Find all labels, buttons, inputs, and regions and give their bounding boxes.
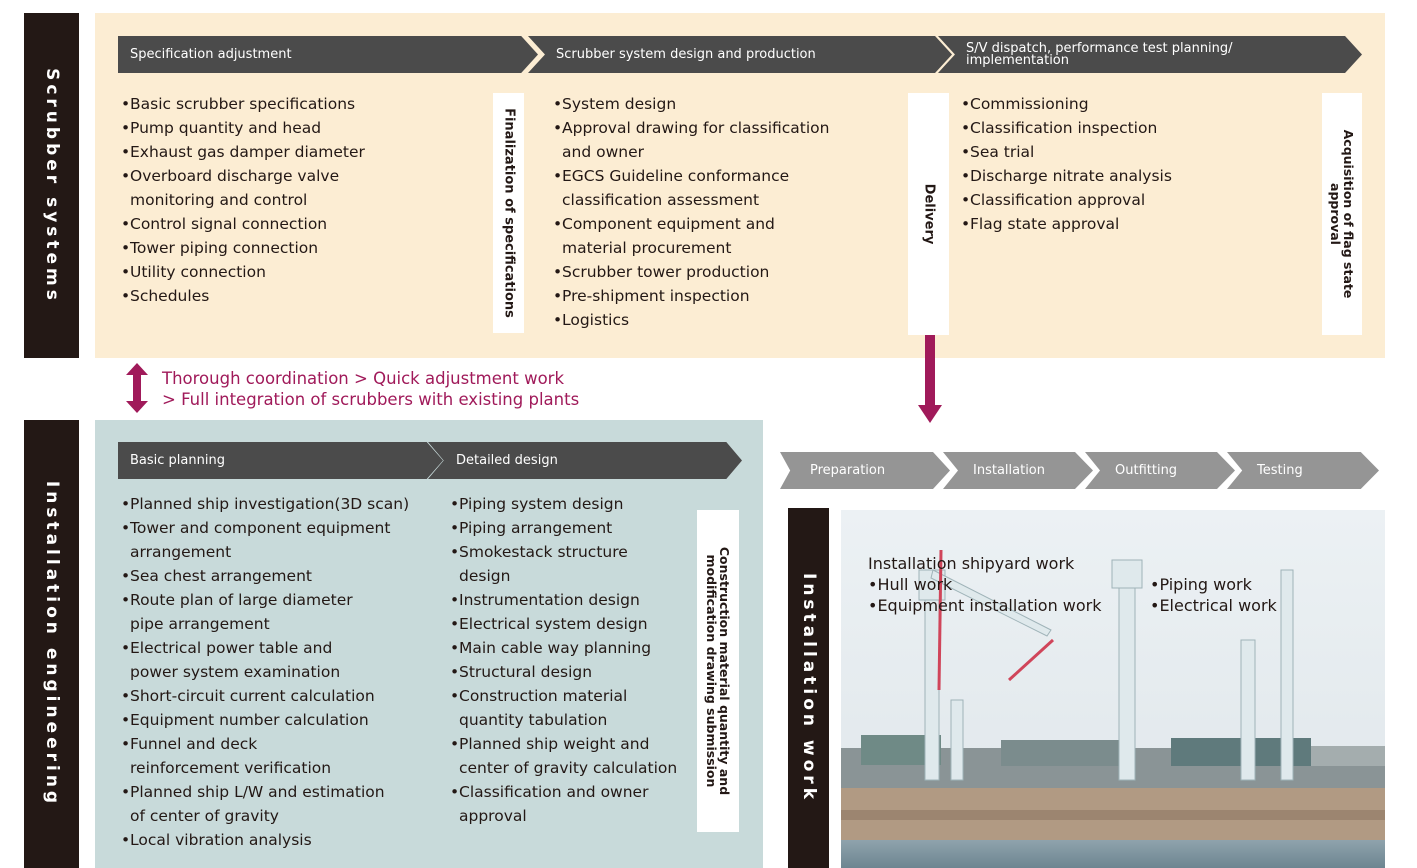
step-testing: Testing — [1227, 452, 1379, 489]
list-item: •Instrumentation design — [450, 591, 640, 609]
list-item: of center of gravity — [130, 807, 279, 825]
caption-shipyard-work: Installation shipyard work •Hull work •E… — [868, 553, 1102, 616]
shipyard-photo — [841, 510, 1385, 868]
list-item: •Schedules — [121, 287, 210, 305]
list-item: •Pre-shipment inspection — [553, 287, 750, 305]
caption-piping-electrical: •Piping work •Electrical work — [1150, 574, 1277, 616]
caption-item: •Equipment installation work — [868, 596, 1102, 615]
installation-engineering-label: Installation engineering — [24, 420, 79, 868]
list-item: •Tower piping connection — [121, 239, 319, 257]
list-item: •Route plan of large diameter — [121, 591, 353, 609]
list-item: and owner — [562, 143, 644, 161]
basic-planning-list: •Planned ship investigation(3D scan) •To… — [118, 492, 409, 852]
list-item: •Component equipment and — [553, 215, 775, 233]
step-sv-dispatch: S/V dispatch, performance test planning/… — [938, 36, 1362, 73]
coordination-line-2: > Full integration of scrubbers with exi… — [162, 390, 580, 409]
list-item: power system examination — [130, 663, 341, 681]
installation-engineering-panel — [95, 420, 763, 868]
list-item: •Discharge nitrate analysis — [961, 167, 1172, 185]
list-item: center of gravity calculation — [459, 759, 678, 777]
list-item: •Commissioning — [961, 95, 1089, 113]
list-item: •Exhaust gas damper diameter — [121, 143, 365, 161]
step-preparation: Preparation — [780, 452, 950, 489]
list-item: quantity tabulation — [459, 711, 608, 729]
list-item: •Local vibration analysis — [121, 831, 312, 849]
list-item: •Sea trial — [961, 143, 1035, 161]
list-item: •Construction material — [450, 687, 628, 705]
step-scrubber-system-design: Scrubber system design and production — [528, 36, 952, 73]
list-item: •Approval drawing for classification — [553, 119, 830, 137]
milestone-flag-state-approval: Acquisition of flag state approval — [1322, 93, 1362, 335]
list-item: •Planned ship investigation(3D scan) — [121, 495, 410, 513]
coordination-line-1: Thorough coordination > Quick adjustment… — [162, 369, 565, 388]
list-item: •EGCS Guideline conformance — [553, 167, 790, 185]
installation-engineering-label-text: Installation engineering — [41, 480, 62, 808]
list-item: •Equipment number calculation — [121, 711, 369, 729]
list-item: •Structural design — [450, 663, 593, 681]
caption-item: •Piping work — [1150, 575, 1252, 594]
shipyard-illustration — [841, 510, 1385, 868]
list-item: •Smokestack structure — [450, 543, 628, 561]
step-basic-planning: Basic planning — [118, 442, 443, 479]
installation-work-label: Installation work — [788, 508, 829, 868]
step-installation: Installation — [943, 452, 1093, 489]
installation-work-label-text: Installation work — [798, 573, 819, 803]
step-specification-adjustment: Specification adjustment — [118, 36, 538, 73]
caption-item: •Hull work — [868, 575, 953, 594]
delivery-down-arrow — [918, 335, 942, 423]
scrubber-spec-list: •Basic scrubber specifications •Pump qua… — [118, 92, 365, 308]
list-item: •Planned ship weight and — [450, 735, 650, 753]
list-item: •Piping system design — [450, 495, 624, 513]
list-item: arrangement — [130, 543, 232, 561]
list-item: •Tower and component equipment — [121, 519, 391, 537]
caption-shipyard-title: Installation shipyard work — [868, 554, 1075, 573]
scrubber-systems-label: Scrubber systems — [24, 13, 79, 358]
list-item: •Main cable way planning — [450, 639, 652, 657]
step-outfitting: Outfitting — [1085, 452, 1235, 489]
list-item: •Classification and owner — [450, 783, 649, 801]
list-item: •System design — [553, 95, 677, 113]
step-detailed-design: Detailed design — [428, 442, 742, 479]
coordination-double-arrow — [126, 363, 148, 413]
scrubber-commissioning-list: •Commissioning •Classification inspectio… — [958, 92, 1172, 236]
list-item: •Control signal connection — [121, 215, 328, 233]
list-item: •Classification approval — [961, 191, 1146, 209]
list-item: monitoring and control — [130, 191, 308, 209]
list-item: •Planned ship L/W and estimation — [121, 783, 385, 801]
list-item: classification assessment — [562, 191, 760, 209]
list-item: •Funnel and deck — [121, 735, 258, 753]
list-item: •Flag state approval — [961, 215, 1120, 233]
list-item: •Pump quantity and head — [121, 119, 322, 137]
list-item: •Overboard discharge valve — [121, 167, 340, 185]
milestone-delivery: Delivery — [908, 93, 949, 335]
caption-item: •Electrical work — [1150, 596, 1277, 615]
list-item: •Electrical system design — [450, 615, 648, 633]
detailed-design-list: •Piping system design •Piping arrangemen… — [447, 492, 677, 828]
scrubber-systems-label-text: Scrubber systems — [41, 67, 62, 304]
list-item: pipe arrangement — [130, 615, 270, 633]
list-item: •Basic scrubber specifications — [121, 95, 356, 113]
list-item: •Piping arrangement — [450, 519, 613, 537]
list-item: •Electrical power table and — [121, 639, 333, 657]
milestone-construction-material-submission: Construction material quantity and modif… — [697, 510, 739, 832]
list-item: approval — [459, 807, 527, 825]
list-item: reinforcement verification — [130, 759, 332, 777]
scrubber-design-list: •System design •Approval drawing for cla… — [550, 92, 829, 332]
list-item: •Scrubber tower production — [553, 263, 770, 281]
list-item: •Logistics — [553, 311, 630, 329]
list-item: •Sea chest arrangement — [121, 567, 312, 585]
list-item: design — [459, 567, 511, 585]
list-item: •Classification inspection — [961, 119, 1158, 137]
coordination-text: Thorough coordination > Quick adjustment… — [162, 368, 579, 410]
list-item: •Utility connection — [121, 263, 266, 281]
list-item: •Short-circuit current calculation — [121, 687, 375, 705]
list-item: material procurement — [562, 239, 732, 257]
milestone-finalization-of-specifications: Finalization of specifications — [493, 93, 524, 333]
